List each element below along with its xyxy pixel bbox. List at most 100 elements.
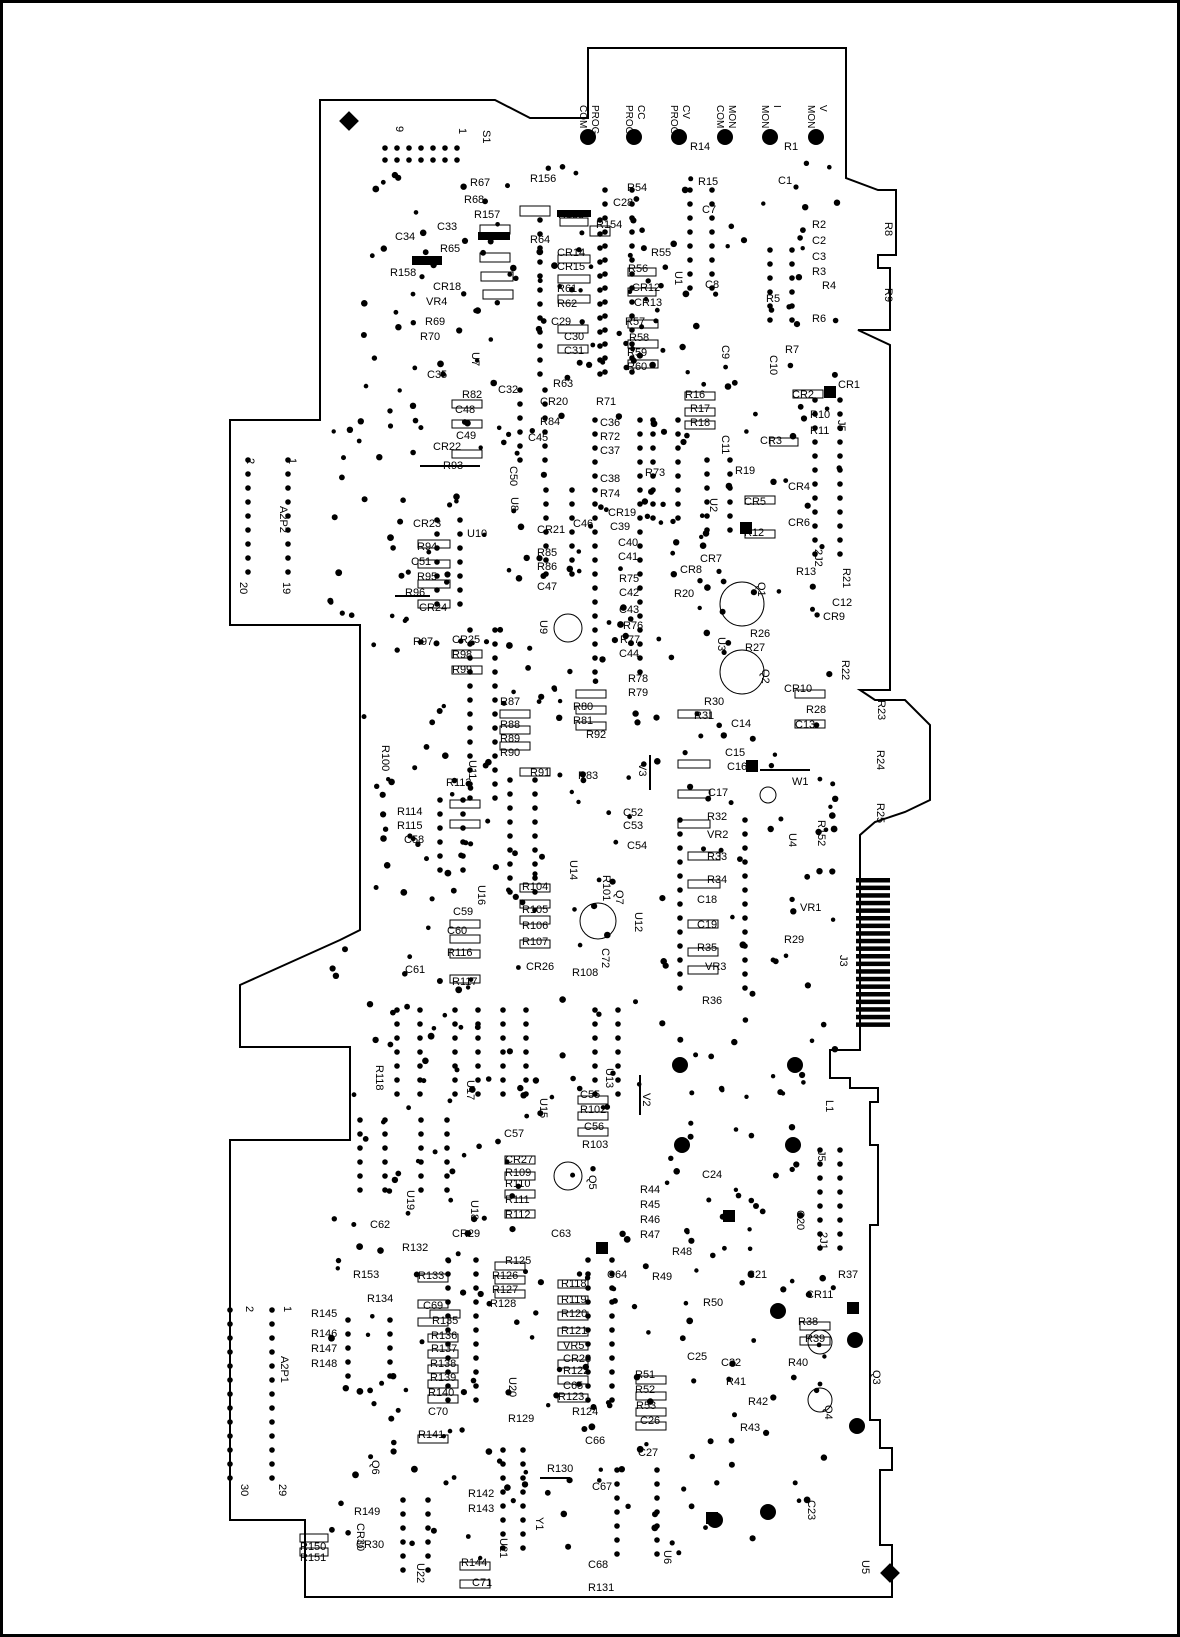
via-hole <box>500 1007 506 1013</box>
label-r36: R36 <box>702 995 722 1007</box>
via-hole <box>445 1397 451 1403</box>
label-c65: C65 <box>563 1380 583 1392</box>
label-r62: R62 <box>557 298 577 310</box>
label-r109: R109 <box>505 1167 531 1179</box>
via-hole <box>627 814 632 820</box>
via-hole <box>830 781 836 787</box>
via-hole <box>609 1383 615 1389</box>
via-hole <box>417 1035 423 1041</box>
via-hole <box>710 1252 716 1259</box>
label-r92: R92 <box>586 729 606 741</box>
via-hole <box>431 1026 437 1031</box>
via-hole <box>380 811 387 818</box>
label-r87: R87 <box>500 696 520 708</box>
via-hole <box>418 1173 424 1179</box>
via-hole <box>709 215 715 221</box>
via-hole <box>637 417 643 423</box>
j3-finger <box>856 999 890 1005</box>
via-hole <box>677 929 683 935</box>
via-hole <box>742 845 748 851</box>
via-hole <box>698 733 704 739</box>
via-hole <box>382 145 388 151</box>
via-hole <box>492 725 498 731</box>
via-hole <box>592 543 598 549</box>
via-hole <box>602 313 608 319</box>
label-r131: R131 <box>588 1582 614 1594</box>
label-cr20: CR20 <box>540 396 568 408</box>
via-hole <box>634 719 641 726</box>
via-hole <box>391 1176 399 1184</box>
via-hole <box>602 369 608 375</box>
via-hole <box>579 771 586 778</box>
label-r142: R142 <box>468 1488 494 1500</box>
via-hole <box>789 289 795 295</box>
label-cr11: CR11 <box>806 1289 833 1301</box>
via-hole <box>750 589 758 596</box>
label-r94: R94 <box>417 541 437 553</box>
via-hole <box>445 1383 451 1389</box>
via-hole <box>677 957 683 963</box>
resistor-outline <box>499 741 531 751</box>
resistor-outline <box>677 789 711 799</box>
via-hole <box>447 1098 453 1104</box>
via-hole <box>675 431 681 437</box>
via-hole <box>457 601 463 607</box>
via-hole <box>488 337 494 342</box>
via-hole <box>637 641 643 647</box>
resistor-outline <box>769 437 799 447</box>
via-hole <box>793 1161 800 1168</box>
via-hole <box>650 431 656 437</box>
label-r84: R84 <box>540 416 560 428</box>
via-hole <box>812 495 818 501</box>
resistor-outline <box>479 252 511 263</box>
via-hole <box>474 1024 481 1031</box>
via-hole <box>572 907 577 912</box>
via-hole <box>536 248 544 256</box>
via-hole <box>519 899 526 906</box>
via-hole <box>610 1070 616 1076</box>
via-hole <box>596 1011 602 1017</box>
via-hole <box>627 616 634 622</box>
via-hole <box>473 1341 479 1347</box>
via-hole <box>341 455 346 461</box>
via-hole <box>689 1453 695 1460</box>
via-hole <box>390 1373 397 1380</box>
via-hole <box>329 965 336 972</box>
resistor-outline <box>494 1275 526 1285</box>
via-hole <box>492 753 498 759</box>
via-hole <box>824 406 830 412</box>
label-r12: R12 <box>744 527 764 539</box>
via-hole <box>615 413 623 420</box>
label-r19: R19 <box>735 465 755 477</box>
via-hole <box>442 145 448 151</box>
label-r61: R61 <box>557 283 577 295</box>
label-rot-v3: V3 <box>636 763 648 776</box>
label-r149: R149 <box>354 1506 380 1518</box>
via-hole <box>345 1317 351 1323</box>
via-hole <box>418 1145 424 1151</box>
via-hole <box>772 752 778 757</box>
via-hole <box>629 369 635 375</box>
via-hole <box>517 457 523 463</box>
via-hole <box>419 274 425 280</box>
resistor-outline <box>589 225 611 237</box>
resistor-outline <box>687 919 719 929</box>
resistor-outline <box>499 709 531 719</box>
via-hole <box>227 1433 233 1439</box>
via-hole <box>485 758 492 766</box>
via-hole <box>729 1360 736 1367</box>
via-hole <box>402 971 408 977</box>
via-hole <box>520 1517 526 1523</box>
via-hole <box>506 431 512 437</box>
resistor-outline <box>557 324 589 334</box>
via-hole <box>654 1551 660 1557</box>
via-hole <box>592 557 598 563</box>
mounting-hole <box>785 1137 801 1153</box>
via-hole <box>654 307 660 313</box>
via-hole <box>395 1170 402 1177</box>
via-hole <box>422 1057 429 1065</box>
resistor-outline <box>504 1189 536 1199</box>
resistor-outline <box>449 919 481 929</box>
via-hole <box>586 361 593 368</box>
via-hole <box>641 761 647 767</box>
